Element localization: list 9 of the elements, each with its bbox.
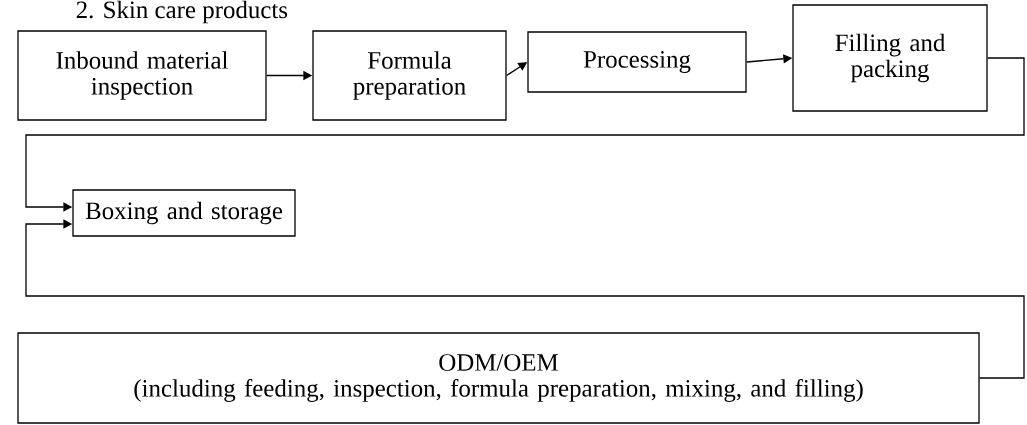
process-box: Processing — [527, 31, 747, 93]
process-box: Filling and packing — [792, 4, 988, 112]
process-box: Inbound material inspection — [17, 30, 267, 121]
process-box: Formula preparation — [312, 30, 507, 121]
title: 2. Skin care products — [76, 0, 288, 24]
process-box: ODM/OEM (including feeding, inspection, formula preparation, mixing, and filling) — [17, 332, 980, 424]
arrow — [25, 57, 1025, 212]
arrow — [25, 219, 1025, 379]
process-box: Boxing and storage — [72, 189, 296, 237]
